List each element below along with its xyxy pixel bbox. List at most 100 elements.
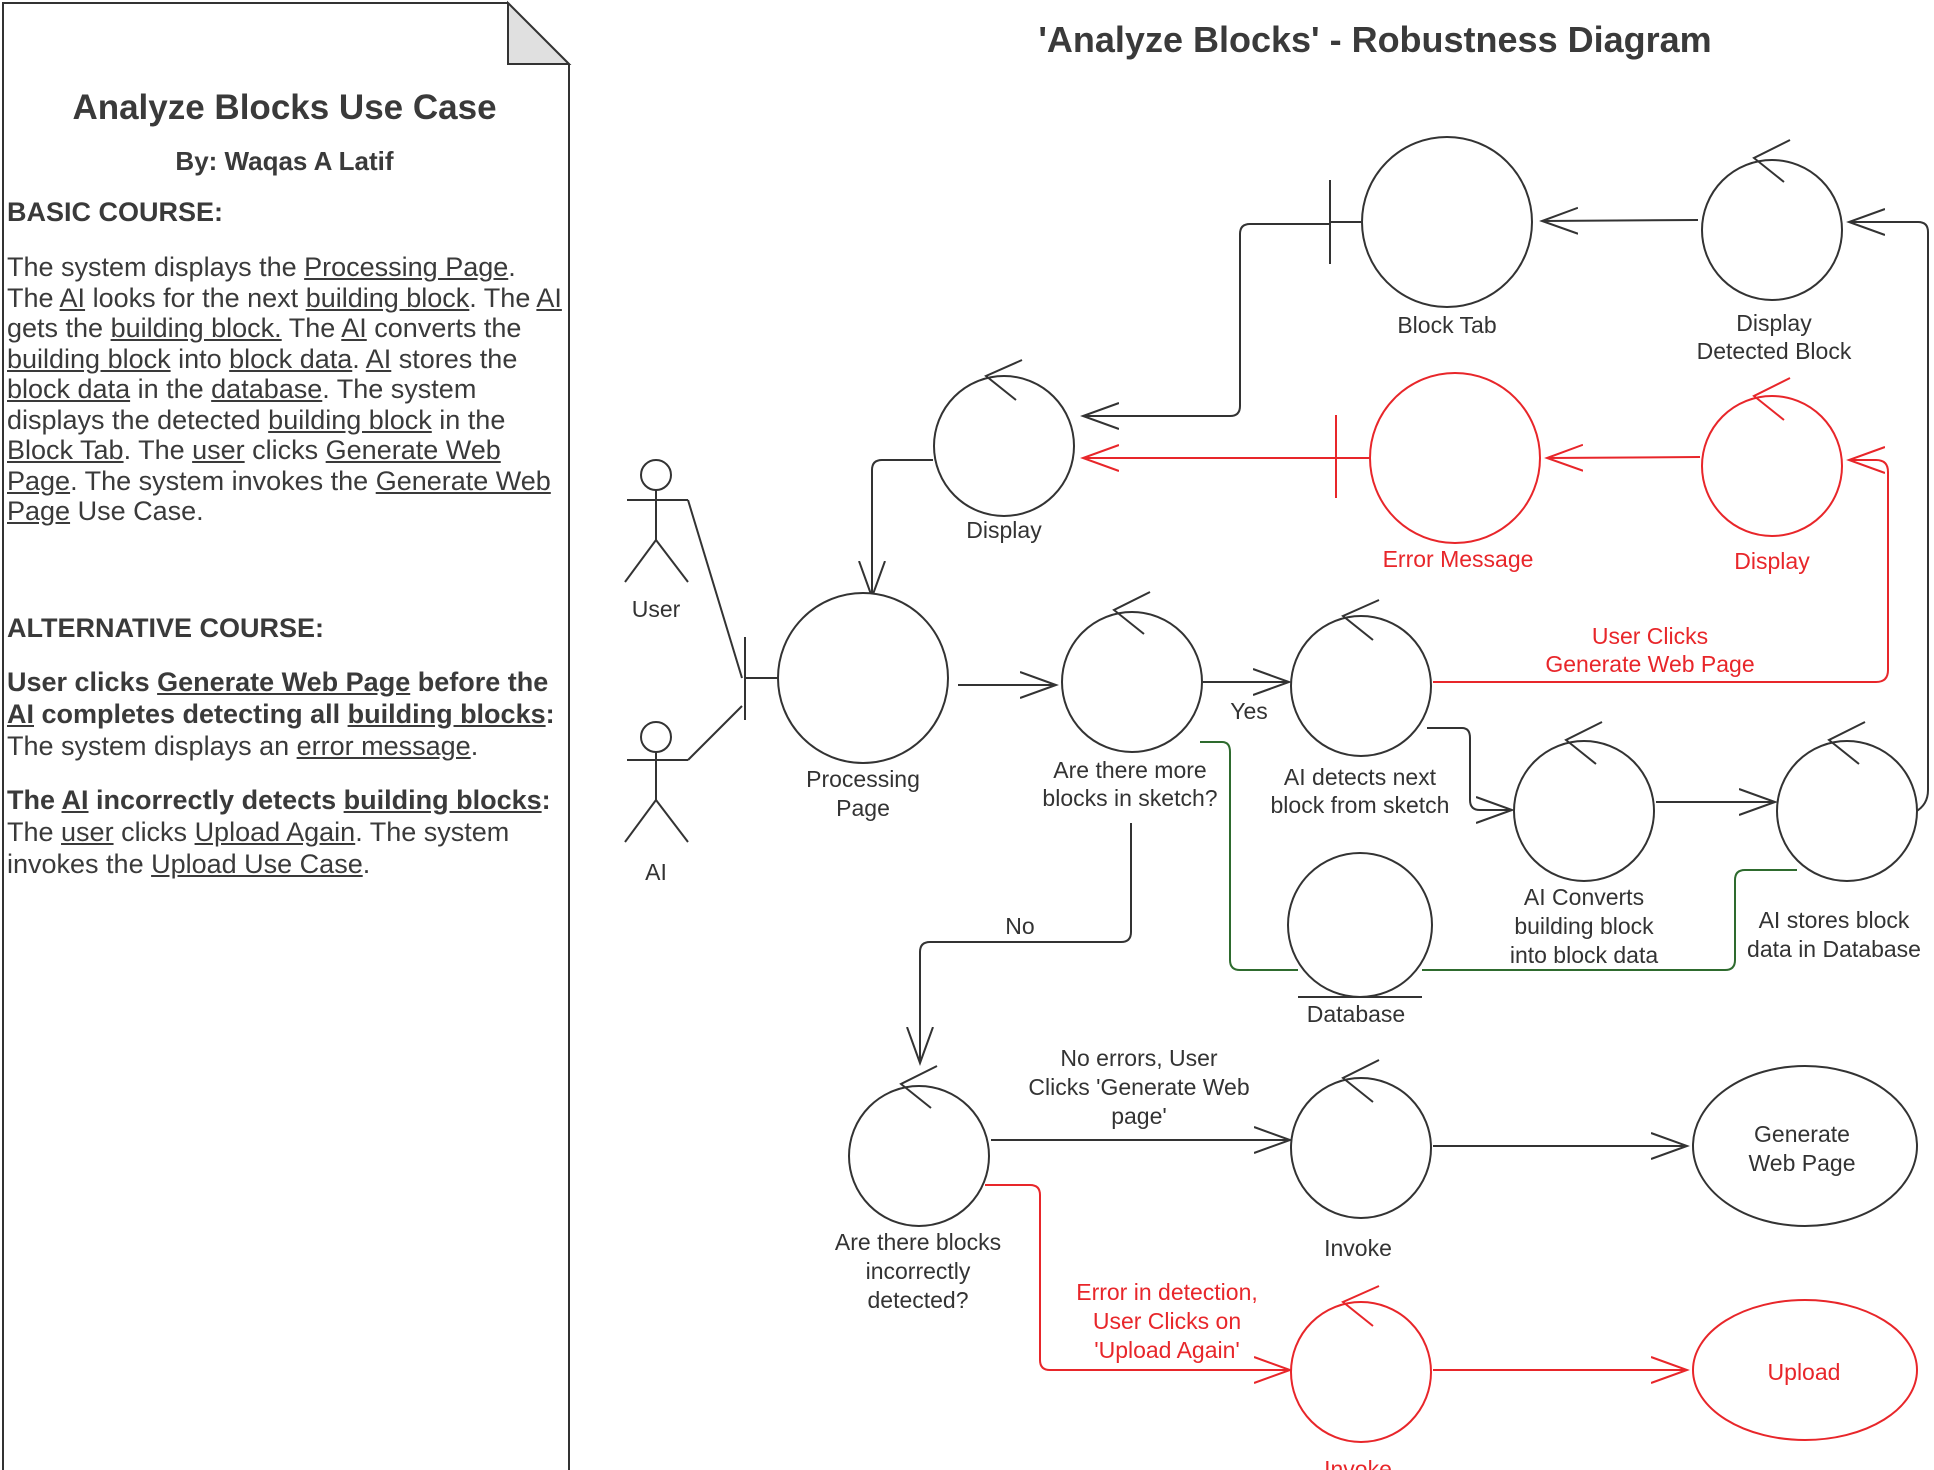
alternative-course-segment-0-4: completes detecting all xyxy=(34,698,348,729)
diagram-edges xyxy=(687,220,1929,1370)
use-case-title: Analyze Blocks Use Case xyxy=(72,88,497,127)
control-display-top xyxy=(933,359,1075,517)
basic-course-heading: BASIC COURSE: xyxy=(7,197,224,227)
control-invoke-generate xyxy=(1290,1059,1432,1219)
edge-user-to-processing-page xyxy=(687,499,743,679)
edge-display-detected-to-block-tab xyxy=(1542,220,1699,221)
alternative-course-segment-1-11: . xyxy=(362,848,371,879)
basic-course-segment-19: block data xyxy=(7,374,131,404)
basic-course-segment-21: database xyxy=(211,374,323,404)
basic-course-segment-8: gets the xyxy=(7,313,111,343)
basic-course-segment-1: Processing Page xyxy=(304,252,509,282)
alternative-course-heading: ALTERNATIVE COURSE: xyxy=(7,612,324,643)
basic-course-text: The system displays the Processing Page.… xyxy=(7,252,562,527)
basic-course-segment-0: The system displays the xyxy=(7,252,305,282)
alternative-course-segment-1-5: The xyxy=(7,816,62,847)
basic-course-segment-12: converts the xyxy=(366,313,522,343)
diagram-shapes xyxy=(624,136,1918,1443)
boundary-processing-page xyxy=(744,592,949,764)
display-top-label: Display xyxy=(966,517,1042,543)
usecase-upload xyxy=(1692,1299,1918,1441)
basic-course-segment-13: building block xyxy=(7,343,171,374)
edge-display-error-to-error-message xyxy=(1547,457,1701,458)
edge-more-blocks-to-database xyxy=(1200,741,1298,971)
control-ai-converts xyxy=(1513,721,1655,882)
upload-label: Upload xyxy=(1768,1359,1841,1385)
edge-detect-to-converts xyxy=(1427,727,1512,810)
control-incorrect-decision xyxy=(848,1065,990,1227)
control-display-error xyxy=(1701,377,1843,537)
basic-course-segment-10: The xyxy=(281,313,342,343)
diagram-title: 'Analyze Blocks' - Robustness Diagram xyxy=(1038,19,1711,60)
basic-course-segment-18: stores the xyxy=(391,343,518,374)
basic-course-segment-22: . The system displays the detected xyxy=(7,374,477,435)
actor-user-label: User xyxy=(632,596,681,622)
usecase-generate-web-page xyxy=(1692,1065,1918,1227)
basic-course-segment-27: user xyxy=(192,435,245,465)
basic-course-segment-23: building block xyxy=(268,404,432,435)
invoke-generate-label: Invoke xyxy=(1324,1235,1392,1261)
control-ai-detects-next xyxy=(1290,599,1432,757)
basic-course-segment-16: . xyxy=(352,343,366,374)
basic-course-segment-28: clicks xyxy=(244,435,326,465)
edge-label-yes: Yes xyxy=(1230,698,1268,724)
basic-course-segment-15: block data xyxy=(229,343,353,374)
boundary-block-tab xyxy=(1329,136,1533,308)
database-label: Database xyxy=(1307,1001,1405,1027)
alternative-course-item: The AI incorrectly detects building bloc… xyxy=(7,784,562,880)
basic-course-segment-31: Generate Web Page xyxy=(7,465,551,527)
control-invoke-upload xyxy=(1290,1285,1432,1443)
actor-ai xyxy=(624,721,689,843)
alternative-course-segment-0-3: AI xyxy=(7,698,34,729)
actor-ai-label: AI xyxy=(645,859,667,885)
alternative-course-segment-0-1: Generate Web Page xyxy=(157,666,411,697)
control-more-blocks-decision xyxy=(1061,591,1203,753)
boundary-error-message xyxy=(1335,372,1541,544)
basic-course-segment-26: . The xyxy=(123,435,193,465)
basic-course-segment-7: AI xyxy=(536,282,562,313)
basic-course-segment-11: AI xyxy=(341,313,367,343)
edge-label-no: No xyxy=(1005,913,1034,939)
edge-error-in-detection xyxy=(985,1184,1290,1370)
invoke-upload-label: Invoke xyxy=(1324,1456,1392,1470)
alternative-course-segment-0-8: error message xyxy=(296,730,471,761)
basic-course-segment-29: Generate Web Page xyxy=(7,435,501,496)
edge-no xyxy=(920,823,1132,1063)
actor-user xyxy=(624,459,689,583)
alternative-course-segment-0-7: The system displays an xyxy=(7,730,297,761)
alternative-course-segment-1-9: . The system invokes the xyxy=(7,816,510,879)
control-ai-stores xyxy=(1776,721,1918,882)
alternative-course-segment-1-10: Upload Use Case xyxy=(151,848,363,879)
alternative-course-segment-1-2: incorrectly detects xyxy=(88,784,344,815)
edge-ai-stores-to-display-detected xyxy=(1849,222,1929,813)
block-tab-label: Block Tab xyxy=(1397,312,1496,338)
edge-ai-to-processing-page xyxy=(687,705,743,761)
use-case-note: Analyze Blocks Use Case By: Waqas A Lati… xyxy=(7,88,562,880)
edge-display-to-processing-page xyxy=(872,459,933,597)
alternative-course-segment-0-5: building blocks xyxy=(347,698,546,729)
alternative-course-segment-1-1: AI xyxy=(61,784,89,815)
alternative-course-segment-0-6: : xyxy=(545,698,555,729)
entity-database xyxy=(1287,852,1433,998)
alternative-course-segment-1-0: The xyxy=(7,784,62,815)
basic-course-segment-4: looks for the next xyxy=(85,282,306,313)
use-case-author: By: Waqas A Latif xyxy=(175,146,394,176)
basic-course-segment-25: Block Tab xyxy=(7,435,124,465)
alternative-course-segment-0-2: before the xyxy=(410,666,549,697)
edge-block-tab-to-display xyxy=(1083,223,1330,416)
basic-course-segment-32: Use Case. xyxy=(70,496,204,526)
edge-ai-stores-to-database xyxy=(1422,869,1797,971)
error-message-label: Error Message xyxy=(1383,546,1534,572)
control-display-detected-block xyxy=(1701,139,1843,301)
basic-course-segment-20: in the xyxy=(130,374,212,404)
basic-course-segment-9: building block. xyxy=(110,313,282,343)
